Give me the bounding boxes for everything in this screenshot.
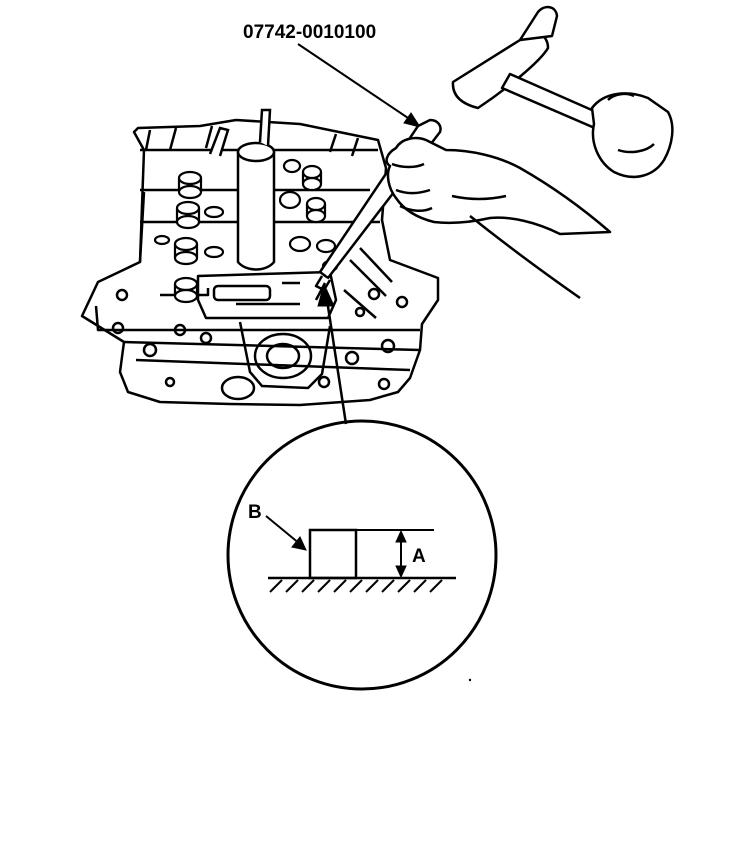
valve-springs-right-icon — [278, 158, 339, 273]
dimension-a-label: A — [412, 546, 426, 567]
detail-circle-icon — [226, 419, 498, 691]
hammer-icon — [451, 5, 612, 134]
lower-hand-icon — [385, 136, 612, 300]
dimension-a-indicator — [356, 529, 434, 579]
detail-b-arrow — [265, 515, 307, 551]
stray-mark — [468, 678, 472, 682]
upper-hand-icon — [590, 92, 674, 179]
part-number-leader — [297, 43, 422, 128]
detail-leader-arrow — [317, 282, 348, 425]
detail-block-b — [308, 528, 358, 580]
detail-b-label: B — [248, 502, 262, 523]
valve-springs-icon — [153, 170, 225, 304]
valve-guide-post-icon — [208, 108, 276, 271]
part-number-label: 07742-0010100 — [243, 22, 376, 43]
detail-ground — [268, 576, 456, 593]
